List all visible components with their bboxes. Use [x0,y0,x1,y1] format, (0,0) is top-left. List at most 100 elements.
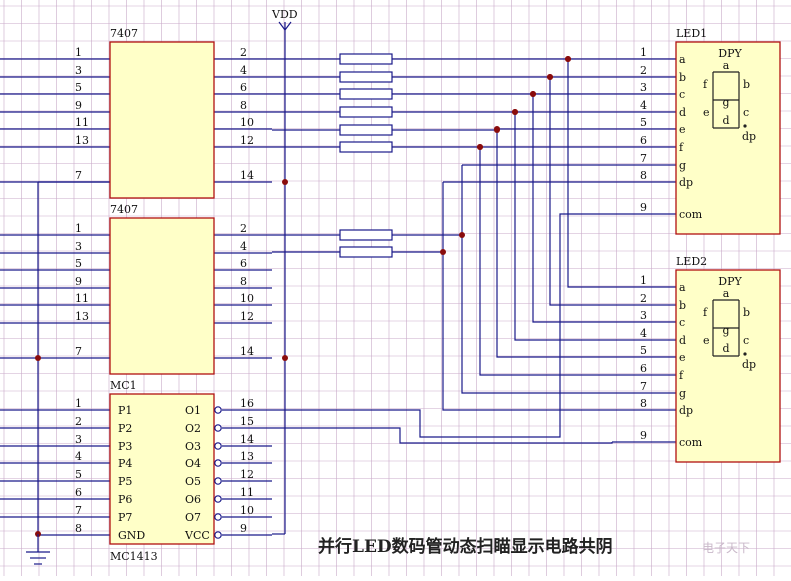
segment-label: d [722,342,729,355]
pin-number: 8 [640,397,647,410]
pin-name: O2 [185,422,201,435]
wire [392,58,612,288]
resistor [339,88,393,100]
pin-name: O5 [185,475,201,488]
chip-u2-name: 7407 [110,203,138,216]
pin-number: 4 [240,64,247,77]
junction-dot [459,232,465,238]
segment-label: dp [742,358,756,371]
pin-name: P5 [118,475,132,488]
inverter-bubble [214,495,222,503]
pin-name: com [679,436,703,449]
pin-number: 9 [240,522,247,535]
pin-name: P3 [118,440,132,453]
pin-number: 2 [640,292,647,305]
junction-dot [547,74,553,80]
inverter-bubble [214,459,222,467]
pin-number: 9 [640,429,647,442]
inverter-bubble [214,406,222,414]
chip-u2-body [109,217,215,375]
pin-number: 5 [75,81,82,94]
display-type: DPY [718,275,742,288]
display-led2-name: LED2 [676,255,707,268]
segment-label: e [703,106,710,119]
pin-number: 10 [240,504,254,517]
pin-number: 11 [75,292,89,305]
pin-number: 14 [240,433,254,446]
pin-number: 1 [75,46,82,59]
pin-name: O1 [185,404,201,417]
display-type: DPY [718,47,742,60]
segment-label: e [703,334,710,347]
pin-name: P4 [118,457,132,470]
junction-dot [494,126,500,132]
pin-number: 7 [75,345,82,358]
pin-number: 3 [640,309,647,322]
wires [0,21,676,536]
segment-label: a [723,59,730,72]
com-line [272,213,612,438]
pin-number: 6 [640,134,647,147]
wire [392,129,612,358]
segment-label: b [743,78,750,91]
chip-u1-name: 7407 [110,27,138,40]
pin-name: g [679,159,686,172]
inverter-bubble [214,531,222,539]
pin-number: 3 [75,433,82,446]
junction-dot [565,56,571,62]
pin-number: 14 [240,169,254,182]
ground-symbol [26,534,50,565]
junction-dot [512,109,518,115]
pin-number: 8 [240,99,247,112]
wire [392,146,612,376]
pin-name: O7 [185,511,201,524]
pin-number: 4 [240,240,247,253]
pin-number: 1 [75,397,82,410]
pin-name: GND [118,529,145,542]
pin-number: 5 [75,468,82,481]
resistor [339,71,393,83]
pin-number: 8 [75,522,82,535]
pin-name: e [679,123,686,136]
com-line [272,427,613,444]
pin-number: 9 [75,99,82,112]
pin-number: 9 [640,201,647,214]
pin-number: 10 [240,292,254,305]
pin-name: e [679,351,686,364]
wire [392,111,612,341]
chip-u3-body [109,393,215,545]
segment-label: dp [742,130,756,143]
wire [392,76,612,306]
pin-name: b [679,71,686,84]
pin-name: c [679,88,685,101]
pin-number: 5 [640,344,647,357]
junction-dot [35,355,41,361]
resistor [339,106,393,118]
vdd-symbol: VDD [271,8,298,21]
resistor [339,124,393,136]
display-led1-name: LED1 [676,27,707,40]
pin-number: 12 [240,310,254,323]
wire [392,93,612,323]
pin-name: O4 [185,457,201,470]
pin-name: f [679,369,684,382]
pin-name: P2 [118,422,132,435]
pin-number: 3 [75,64,82,77]
vdd-label: VDD [271,8,298,21]
pin-number: 6 [75,486,82,499]
pin-number: 3 [640,81,647,94]
junction-dot [282,179,288,185]
pin-name: O6 [185,493,201,506]
pin-name: dp [679,404,693,417]
resistor [339,229,393,241]
wire [392,251,612,411]
segment-label: g [722,324,729,337]
